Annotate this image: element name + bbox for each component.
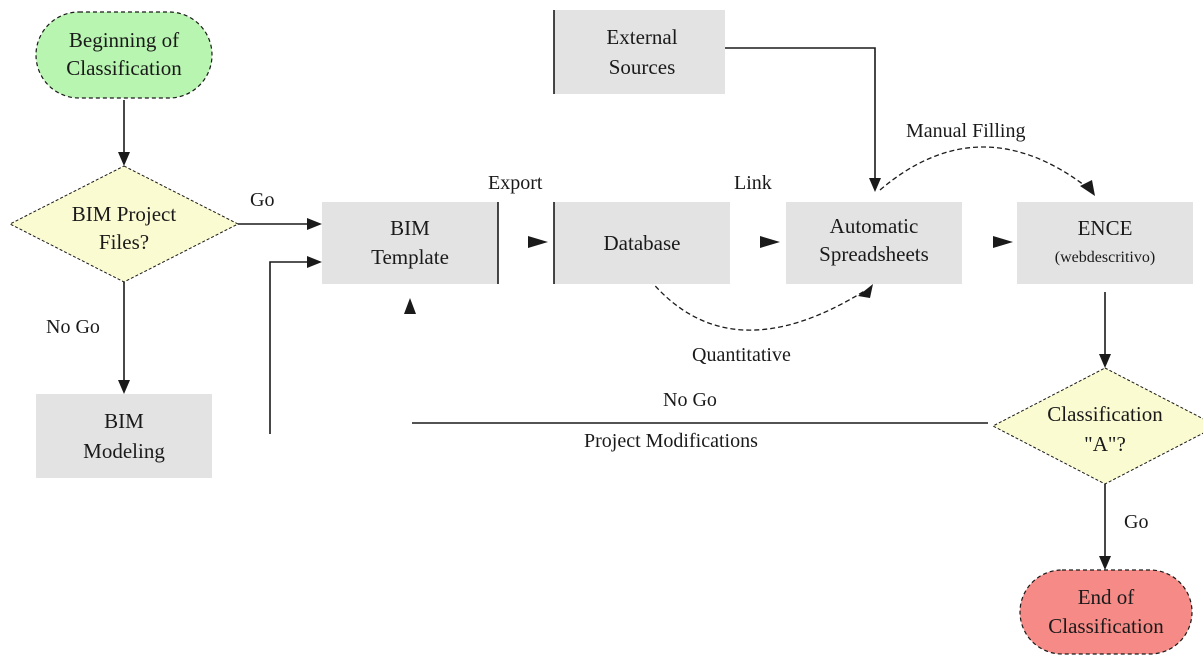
arrow-project-modifications: [404, 298, 988, 424]
bim-modeling-line1: BIM: [104, 409, 144, 433]
label-go-bim: Go: [250, 189, 274, 211]
bim-files-decision-line2: Files?: [99, 230, 149, 254]
start-node: Beginning of Classification: [35, 11, 213, 99]
label-export: Export: [488, 172, 543, 194]
bim-files-decision-line1: BIM Project: [72, 202, 177, 226]
end-node-line2: Classification: [1048, 614, 1164, 638]
arrow-link: [760, 236, 780, 248]
arrow-manual-filling: [879, 146, 1095, 196]
label-manual-filling: Manual Filling: [906, 120, 1025, 142]
bim-modeling-line2: Modeling: [83, 439, 165, 463]
end-node-line1: End of: [1078, 585, 1135, 609]
arrow-modeling-to-bim-template: [269, 256, 322, 434]
label-go-end: Go: [1124, 511, 1148, 533]
start-node-line1: Beginning of: [69, 28, 179, 52]
external-sources-line1: External: [606, 25, 677, 49]
arrow-ence-to-classification: [1099, 292, 1111, 368]
arrow-quantitative: [649, 279, 873, 331]
arrow-no-go-to-bim-modeling: [118, 282, 130, 394]
external-sources-node: External Sources: [553, 10, 725, 94]
ence-line2: (webdescritivo): [1055, 249, 1155, 266]
external-sources-line2: Sources: [609, 55, 676, 79]
automatic-spreadsheets-line1: Automatic: [830, 214, 919, 238]
arrow-go-to-bim-template: [238, 218, 322, 230]
end-node: End of Classification: [1019, 569, 1193, 655]
bim-modeling-node: BIM Modeling: [36, 394, 212, 478]
classification-decision: Classification "A"?: [991, 367, 1203, 485]
bim-template-node: BIM Template: [322, 202, 499, 284]
bim-template-line2: Template: [371, 245, 449, 269]
arrow-export: [528, 236, 548, 248]
classification-decision-line2: "A"?: [1084, 432, 1126, 456]
arrow-spreadsheets-to-ence: [993, 236, 1013, 248]
database-node: Database: [553, 202, 730, 284]
label-no-go-modeling: No Go: [46, 316, 100, 338]
classification-decision-line1: Classification: [1047, 402, 1163, 426]
label-quantitative: Quantitative: [692, 344, 791, 366]
bim-template-line1: BIM: [390, 216, 430, 240]
label-no-go-classification: No Go: [663, 389, 717, 411]
arrow-go-to-end: [1099, 484, 1111, 570]
ence-line1: ENCE: [1078, 216, 1133, 240]
automatic-spreadsheets-node: Automatic Spreadsheets: [786, 202, 962, 284]
database-line1: Database: [604, 231, 681, 255]
label-link: Link: [734, 172, 772, 194]
arrow-start-to-bim-decision: [118, 100, 130, 166]
label-project-modifications: Project Modifications: [584, 430, 758, 452]
ence-node: ENCE (webdescritivo): [1017, 202, 1193, 284]
arrow-external-to-spreadsheets: [725, 47, 881, 192]
start-node-line2: Classification: [66, 56, 182, 80]
automatic-spreadsheets-line2: Spreadsheets: [819, 242, 929, 266]
bim-files-decision: BIM Project Files?: [8, 165, 240, 283]
